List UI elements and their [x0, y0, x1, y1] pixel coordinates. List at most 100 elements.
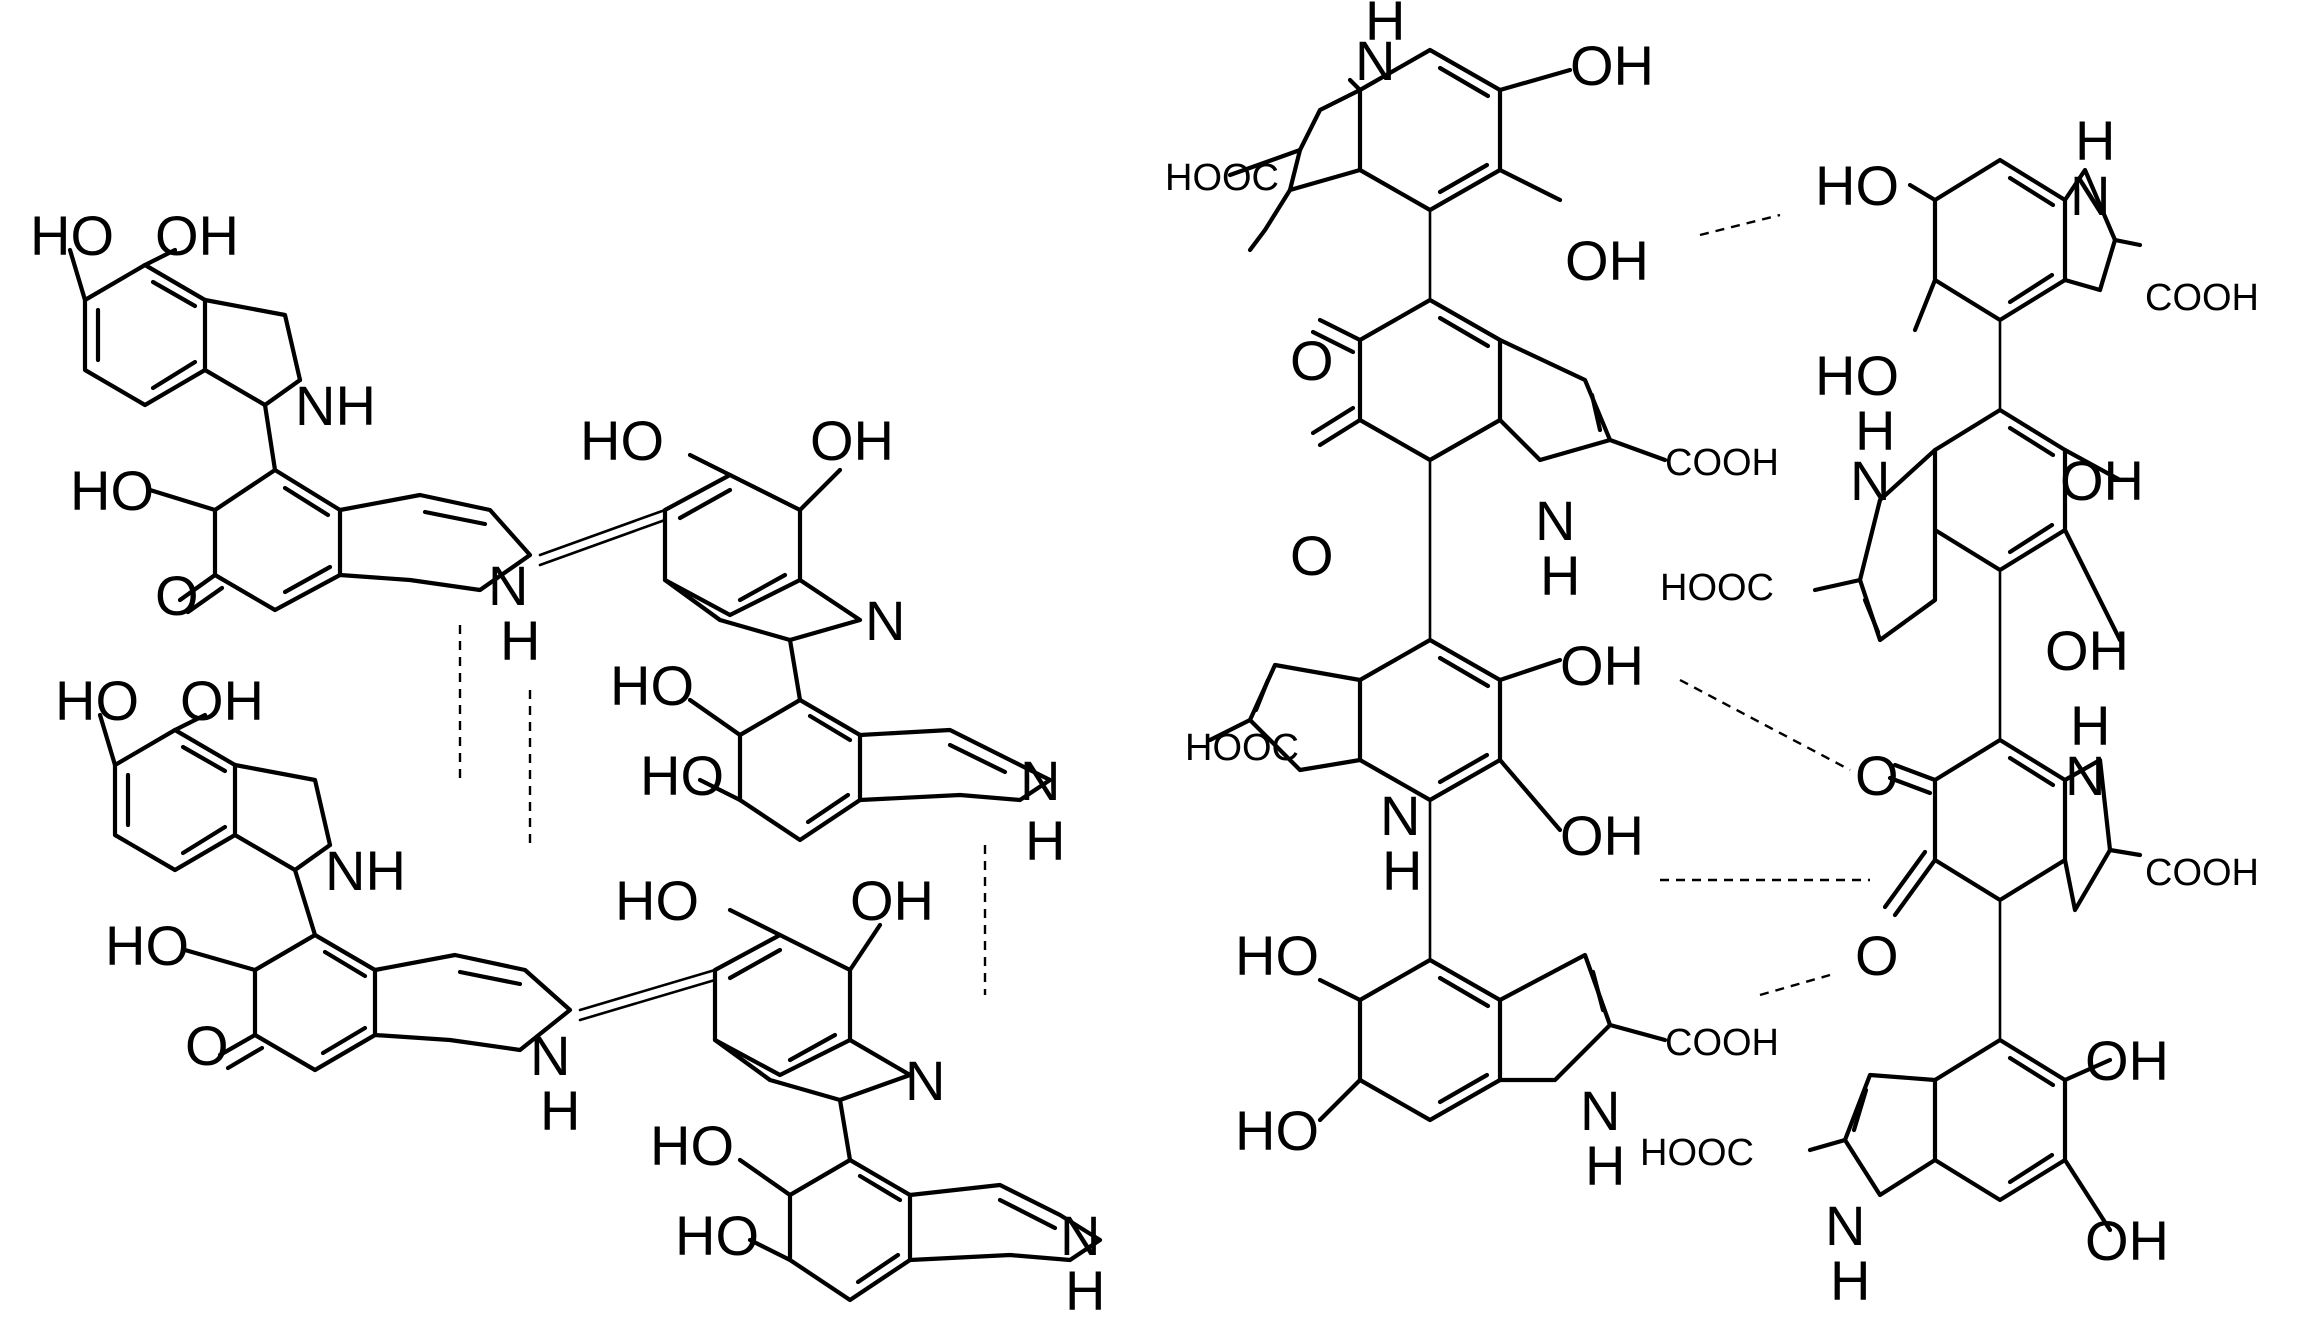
label-nh: NH: [325, 839, 406, 902]
rl-unit4-ring: [1357, 957, 1503, 1123]
oh-bond: [142, 247, 178, 268]
label-n: N: [1060, 1204, 1100, 1267]
label-h: H: [2070, 694, 2110, 757]
link-bond: [292, 867, 318, 938]
cooh-bond: [1812, 577, 1863, 593]
right-right-column: HO N H COOH HO H N OH HOOC: [1640, 109, 2259, 1312]
label-oh: HO: [650, 1114, 734, 1177]
oh-bond: [1497, 67, 1573, 93]
label-h: H: [2075, 109, 2115, 172]
carbonyl-bond: [1317, 317, 1363, 343]
label-carbonyl: O: [1855, 744, 1899, 807]
rl-unit2-ring: [1357, 297, 1503, 463]
oh-bond: [147, 487, 218, 513]
double-bond: [677, 487, 733, 521]
rl-unit3: OH HOOC N H OH: [1185, 634, 1644, 962]
label-oh: OH: [1565, 229, 1649, 292]
label-n: N: [905, 1049, 945, 1112]
double-bond: [457, 969, 523, 987]
hydrogen-bond: [1679, 678, 1851, 772]
double-bond: [997, 1197, 1058, 1231]
label-n: N: [530, 1024, 570, 1087]
double-bond: [180, 824, 228, 856]
label-cooh: COOH: [2145, 852, 2259, 894]
label-h: H: [540, 1079, 580, 1142]
double-bond: [1851, 1087, 1869, 1133]
carbonyl-double: [1310, 329, 1356, 355]
double-bond: [2007, 175, 2056, 208]
oh-bond: [727, 907, 783, 938]
double-bond: [2007, 272, 2055, 305]
hydrogen-bond: [1699, 213, 1781, 237]
oh-bond: [1497, 167, 1563, 203]
label-oh: OH: [2085, 1029, 2169, 1092]
carbonyl-bond: [177, 572, 218, 603]
double-bond: [1862, 597, 1881, 635]
label-n: N: [1380, 784, 1420, 847]
label-oh: OH: [2060, 449, 2144, 512]
carbonyl-bond: [217, 1032, 258, 1058]
double-bond: [2007, 425, 2056, 458]
label-oh: HO: [105, 914, 189, 977]
upper-catechol-pyrrole-a: [202, 367, 303, 408]
right-structure: N H OH HOOC OH O O COOH: [1165, 0, 2259, 1312]
double-bond: [1437, 162, 1490, 195]
label-oh: OH: [1570, 34, 1654, 97]
oh-bond: [2062, 1157, 2113, 1233]
label-oh: HO: [30, 204, 114, 267]
label-carbonyl: O: [1290, 329, 1334, 392]
oh-bond: [1497, 757, 1563, 833]
rl-unit1: N H OH HOOC OH: [1165, 0, 1654, 302]
rr-unit2-ring: [1932, 407, 2068, 573]
upper-terminal-ring: [737, 697, 863, 843]
label-oh: HO: [675, 1204, 759, 1267]
upper-quinone-pyrrole: [337, 492, 533, 593]
methine-bridge-double: [578, 978, 717, 1022]
oh-bond: [797, 467, 843, 513]
oh-bond: [1317, 1077, 1363, 1123]
label-oh: HO: [615, 869, 699, 932]
lower-dihydroxy-indole: HO OH N: [615, 869, 945, 1163]
label-h: H: [1830, 1249, 1870, 1312]
label-n: N: [488, 554, 528, 617]
rr-unit3-ring: [1932, 737, 2068, 903]
label-cooh: HOOC: [1660, 567, 1774, 609]
double-bond: [857, 1173, 903, 1203]
double-bond: [2007, 1055, 2056, 1088]
oh-bond: [847, 922, 883, 973]
oh-bond: [747, 1237, 793, 1263]
label-n: N: [1535, 489, 1575, 552]
rr-unit4-ring: [1932, 1037, 2068, 1203]
double-bond: [947, 742, 1008, 775]
lower-terminal-ring: [787, 1157, 913, 1303]
rl-unit4: HO HO COOH N H: [1235, 924, 1779, 1197]
rr-unit4-pyrrole: [1842, 1072, 1938, 1198]
double-bond: [1437, 975, 1491, 1009]
double-bond: [150, 359, 198, 391]
upper-catechol-benzene-ring: [82, 262, 208, 408]
double-bond: [805, 792, 851, 825]
lower-terminal-pyrrole: [907, 1182, 1103, 1263]
upper-quinone-indole: HO O N H: [70, 459, 667, 672]
label-oh: HO: [1235, 924, 1319, 987]
carbonyl-double: [1310, 405, 1356, 436]
double-bond: [1437, 315, 1491, 349]
label-h: H: [1540, 544, 1580, 607]
label-h: H: [1365, 0, 1405, 52]
label-n: N: [865, 589, 905, 652]
rl-unit1-pyrrole-b: [1287, 87, 1363, 193]
oh-bond: [2062, 447, 2123, 483]
lower-catechol-pyrrole-b: [232, 762, 333, 848]
upper-quinone-ring: [212, 467, 343, 613]
label-h: H: [500, 609, 540, 672]
double-bond: [855, 1252, 901, 1285]
lower-catechol-benzene-ring: [112, 727, 238, 873]
label-n: N: [1850, 449, 1890, 512]
carbonyl-double: [1882, 849, 1928, 910]
double-bond: [282, 564, 333, 595]
rl-unit3-ring: [1357, 637, 1503, 803]
lower-catechol-indole: HO OH NH: [55, 669, 406, 938]
double-bond: [1437, 65, 1491, 99]
carbonyl-bond: [1892, 762, 1938, 783]
label-cooh: COOH: [1665, 1022, 1779, 1064]
